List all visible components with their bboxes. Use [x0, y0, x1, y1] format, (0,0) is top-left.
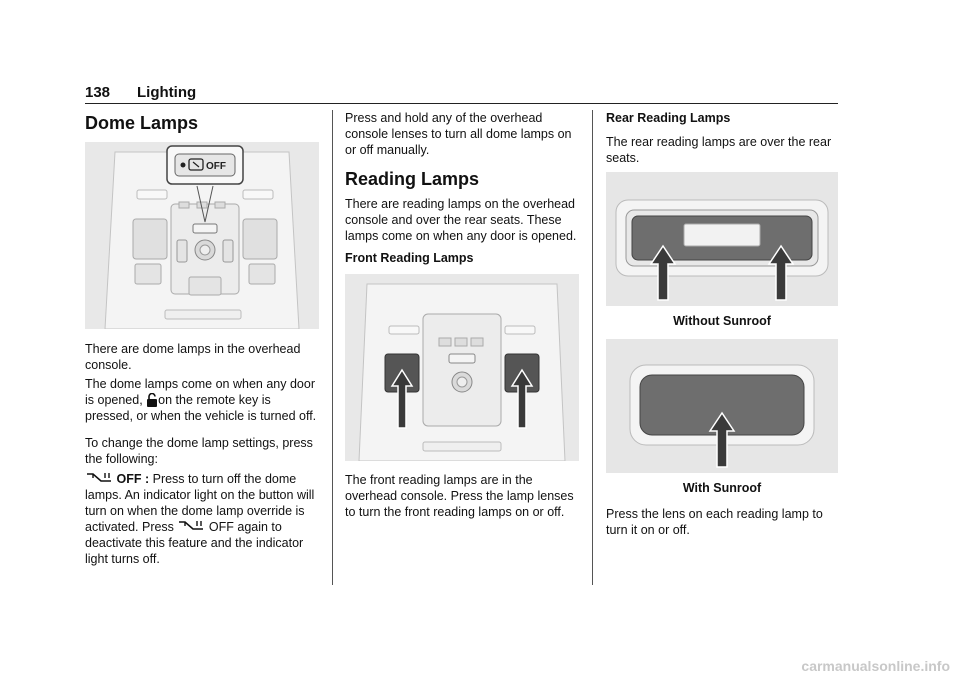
rear-lamp-press-paragraph: Press the lens on each reading lamp to t… [606, 507, 823, 537]
dome-lamps-paragraph-3: To change the dome lamp settings, press … [85, 436, 313, 466]
caption-with-sunroof: With Sunroof [682, 481, 762, 495]
page-header: 138 Lighting [85, 84, 838, 104]
dome-lamps-heading: Dome Lamps [85, 113, 199, 133]
front-reading-lamps-figure [345, 274, 579, 461]
remote-unlock-icon [147, 393, 158, 407]
dome-override-icon [179, 521, 204, 530]
overhead-lenses-paragraph: Press and hold any of the overhead conso… [345, 111, 572, 157]
dome-lamps-paragraph-4: OFF : Press to turn off the dome lamps. … [85, 472, 315, 566]
rear-lamp-with-sunroof-figure [606, 339, 838, 473]
rear-reading-lamps-subheading: Rear Reading Lamps [606, 111, 731, 125]
dome-override-icon [87, 473, 111, 482]
column-divider-1 [332, 110, 333, 585]
caption-without-sunroof: Without Sunroof [673, 314, 771, 328]
dome-lamps-paragraph-1: There are dome lamps in the overhead con… [85, 342, 301, 372]
front-reading-lamps-illustration [345, 274, 579, 461]
rear-lamp-without-sunroof-illustration [606, 172, 838, 306]
dome-lamp-figure: OFF [85, 142, 319, 329]
header-rule [85, 103, 838, 104]
front-reading-lamps-subheading: Front Reading Lamps [345, 251, 474, 265]
page-number: 138 [85, 84, 111, 101]
section-title: Lighting [137, 84, 197, 101]
rear-lamp-with-sunroof-illustration [606, 339, 838, 473]
rear-reading-lamps-paragraph: The rear reading lamps are over the rear… [606, 135, 832, 165]
reading-lamps-paragraph: There are reading lamps on the overhead … [345, 197, 577, 243]
dome-lamps-paragraph-2: The dome lamps come on when any door is … [85, 377, 317, 423]
front-reading-lamps-paragraph: The front reading lamps are in the overh… [345, 473, 574, 519]
figure-off-label: OFF [206, 161, 226, 172]
overhead-console-illustration: OFF [85, 142, 319, 329]
reading-lamps-heading: Reading Lamps [345, 169, 480, 189]
watermark: carmanualsonline.info [801, 658, 950, 674]
column-divider-2 [592, 110, 593, 585]
rear-lamp-without-sunroof-figure [606, 172, 838, 306]
